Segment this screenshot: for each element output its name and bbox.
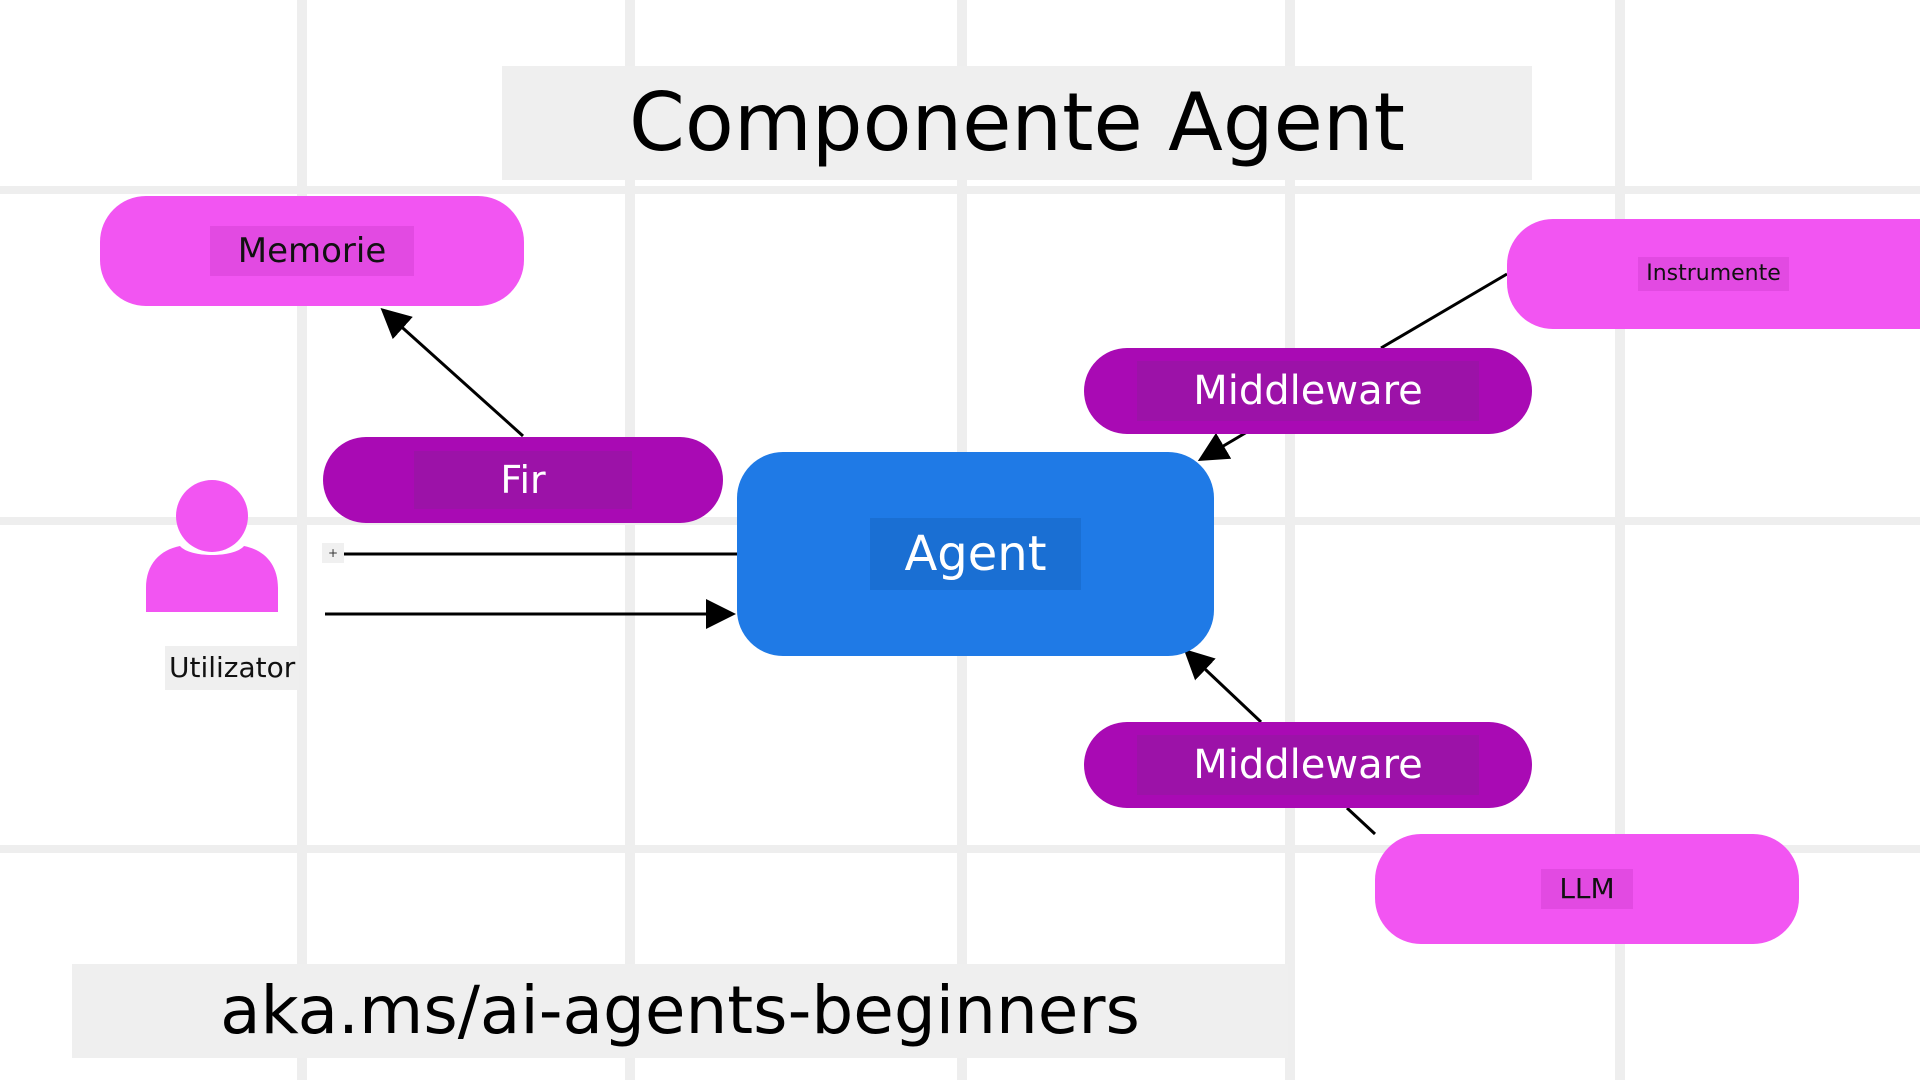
thread-node: Fir	[323, 437, 723, 523]
grid-line	[0, 845, 1920, 853]
page-title-text: Componente Agent	[629, 76, 1405, 169]
middleware-to-agent-arrow-top	[1197, 430, 1248, 462]
thread-to-memory-arrow	[380, 307, 525, 438]
middleware-bottom-label: Middleware	[1137, 735, 1479, 795]
thread-node-label: Fir	[414, 451, 632, 509]
memory-node-label: Memorie	[209, 226, 415, 276]
grid-line	[297, 0, 307, 1080]
tools-to-middleware-line	[1380, 272, 1508, 350]
llm-to-middleware-line	[1345, 806, 1377, 836]
grid-line	[0, 186, 1920, 194]
user-icon	[146, 480, 278, 612]
memory-node: Memorie	[100, 196, 524, 306]
footer-url-text: aka.ms/ai-agents-beginners	[220, 972, 1140, 1049]
middleware-top-node: Middleware	[1084, 348, 1532, 434]
llm-node: LLM	[1375, 834, 1799, 944]
plus-icon: +	[322, 543, 344, 563]
page-title: Componente Agent	[502, 66, 1532, 180]
tools-node: Instrumente	[1507, 219, 1920, 329]
grid-line	[625, 0, 635, 1080]
middleware-to-agent-arrow-bottom	[1183, 648, 1263, 724]
footer-url: aka.ms/ai-agents-beginners	[72, 964, 1288, 1058]
grid-line	[1285, 0, 1295, 1080]
agent-node: Agent	[737, 452, 1214, 656]
grid-line	[1615, 0, 1625, 1080]
user-label: Utilizator	[165, 646, 300, 691]
middleware-bottom-node: Middleware	[1084, 722, 1532, 808]
middleware-top-label: Middleware	[1137, 361, 1479, 421]
tools-node-label: Instrumente	[1638, 257, 1789, 291]
llm-node-label: LLM	[1541, 869, 1633, 909]
agent-node-label: Agent	[870, 517, 1081, 591]
